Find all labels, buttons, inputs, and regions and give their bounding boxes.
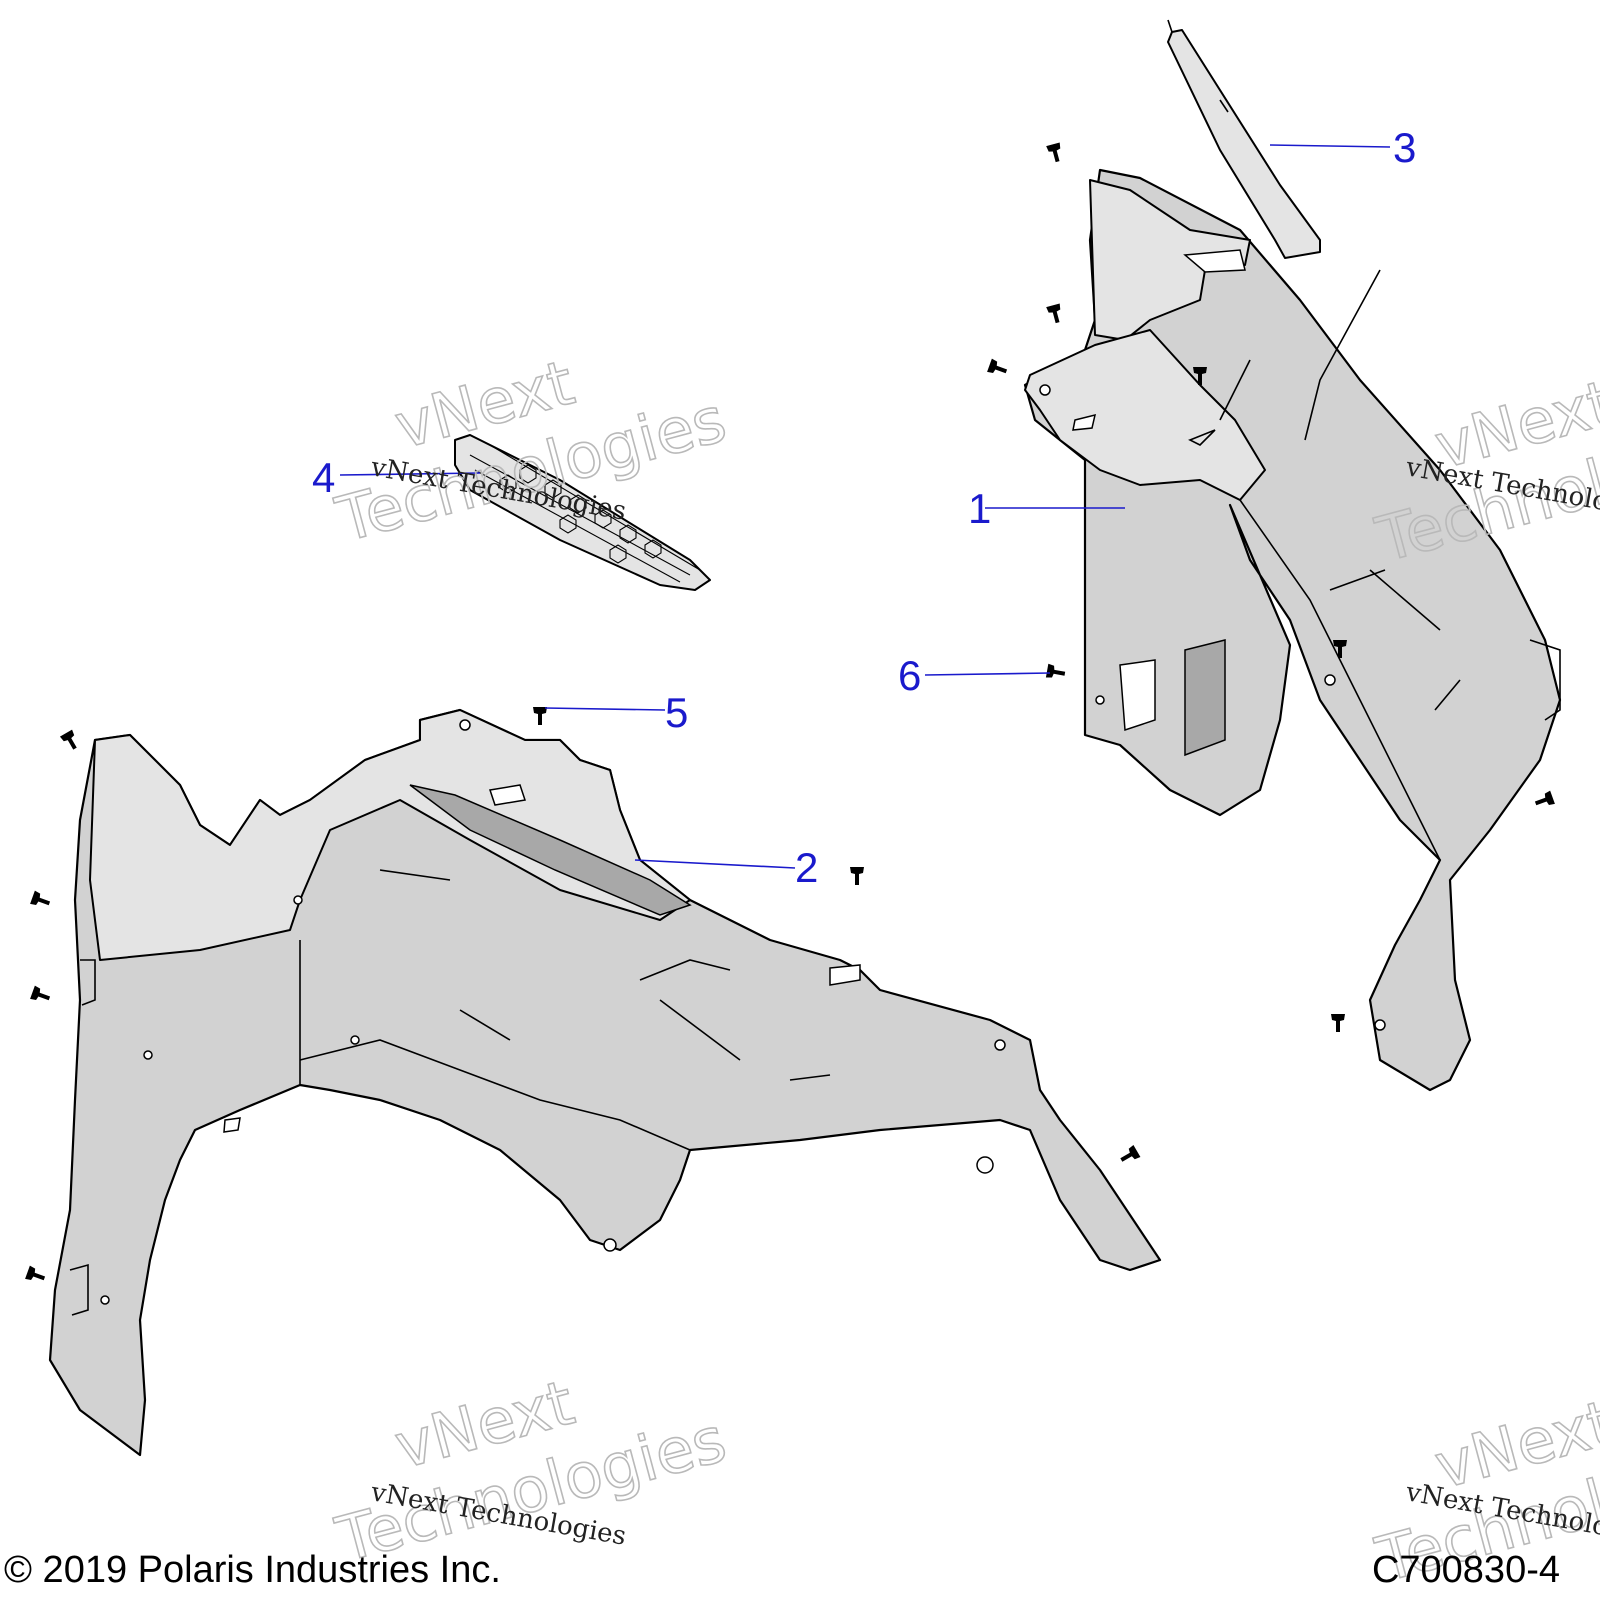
callout-1: 1 — [968, 485, 991, 532]
watermark-bottom-left: vNext Technologies — [328, 1365, 734, 1577]
callout-4: 4 — [312, 454, 335, 501]
drawing-number: C700830-4 — [1371, 1549, 1560, 1591]
part-2-side-panel — [48, 708, 1162, 1457]
copyright-notice: © 2019 Polaris Industries Inc. — [4, 1549, 501, 1591]
callout-6: 6 — [898, 652, 921, 699]
callout-2: 2 — [795, 844, 818, 891]
callout-3: 3 — [1393, 124, 1416, 171]
part-1-fender-panel — [1023, 168, 1562, 1092]
part-3-trim-strip — [1167, 19, 1321, 259]
callout-5: 5 — [665, 689, 688, 736]
callout-leaders — [339, 144, 1391, 869]
part-4-grille — [454, 434, 711, 591]
